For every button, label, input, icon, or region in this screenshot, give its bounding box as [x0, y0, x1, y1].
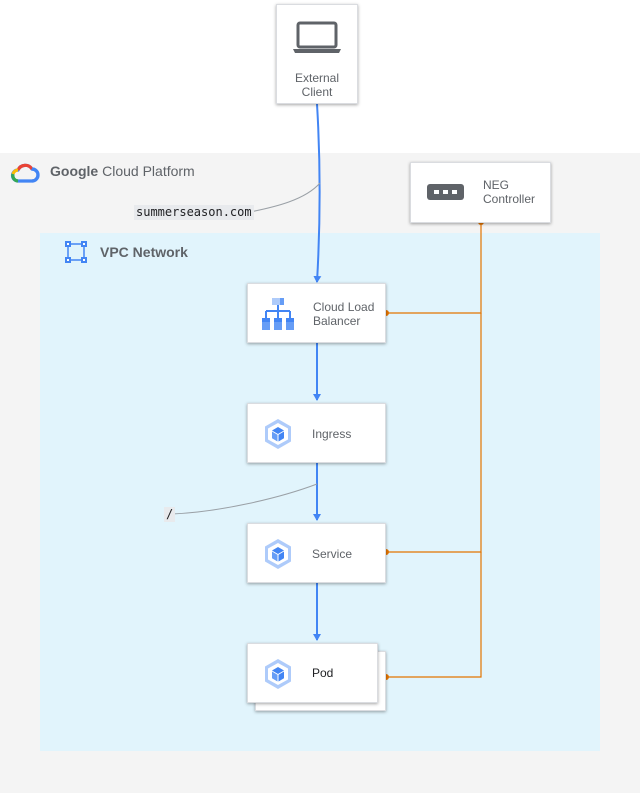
gke-icon	[263, 418, 293, 455]
external-client-node: External Client	[276, 4, 358, 104]
vpc-icon	[65, 241, 87, 268]
load-balancer-label: Cloud Load Balancer	[313, 300, 375, 328]
google-cloud-logo-icon	[10, 160, 40, 189]
neg-controller-label: NEG Controller	[483, 178, 536, 206]
neg-to-service-connector	[386, 313, 482, 553]
ingress-node: Ingress	[247, 403, 386, 463]
gke-icon	[263, 538, 293, 575]
load-balancer-icon	[262, 298, 294, 335]
gcp-brand: Google	[50, 163, 99, 179]
laptop-icon	[291, 19, 343, 60]
host-callout-line	[249, 182, 321, 213]
path-label: /	[164, 507, 176, 522]
ingress-label: Ingress	[312, 427, 352, 441]
vpc-title: VPC Network	[100, 244, 188, 260]
service-node: Service	[247, 523, 386, 583]
client-to-lb-connector	[313, 103, 322, 283]
vpc-label: VPC Network	[100, 244, 188, 260]
pod-label: Pod	[312, 666, 334, 680]
pod-node: Pod	[247, 643, 378, 703]
service-label: Service	[312, 547, 353, 561]
neg-controller-icon	[427, 183, 465, 206]
neg-to-pod-connector	[386, 552, 482, 678]
host-label: summerseason.com	[134, 205, 254, 220]
path-callout-line	[171, 483, 318, 515]
gcp-title: Google Cloud Platform	[50, 163, 195, 179]
neg-to-lb-connector	[386, 222, 482, 314]
cloud-load-balancer-node: Cloud Load Balancer	[247, 283, 386, 343]
neg-controller-node: NEG Controller	[410, 162, 551, 223]
gcp-product: Cloud Platform	[102, 163, 195, 179]
gke-icon	[263, 658, 293, 695]
external-client-label: External Client	[294, 71, 340, 99]
